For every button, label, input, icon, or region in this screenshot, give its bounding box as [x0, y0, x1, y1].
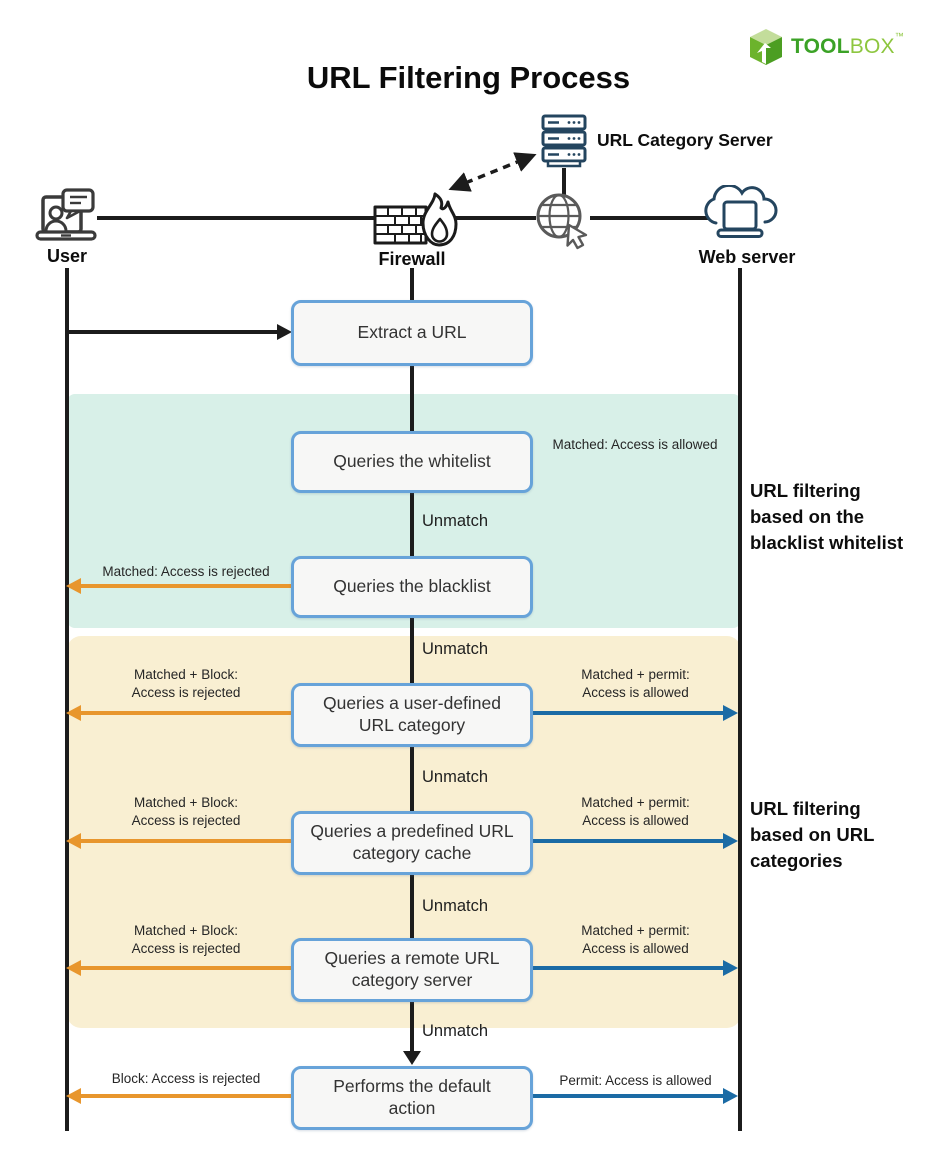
step-queries-blacklist: Queries the blacklist — [291, 556, 533, 618]
server-rack-icon — [541, 114, 587, 168]
remote-permit-line — [533, 966, 725, 970]
laptop-user-icon — [35, 188, 97, 241]
userdef-reject-arrowhead — [66, 705, 81, 721]
label-blacklist-matched: Matched: Access is rejected — [102, 564, 270, 579]
lane-label-user: User — [46, 246, 88, 266]
user-lane-line — [65, 268, 69, 1131]
globe-webserver-link — [590, 216, 712, 220]
label-userdef-block: Matched + Block: Access is rejected — [131, 667, 241, 701]
firewall-flame-icon — [373, 192, 458, 247]
remote-reject-line — [80, 966, 291, 970]
toolbox-cube-icon — [750, 29, 782, 65]
section-label-url-categories: URL filtering based on URL categories — [750, 798, 875, 871]
extract-arrowhead — [277, 324, 292, 340]
default-action-arrowhead — [403, 1051, 421, 1065]
firewall-globe-link — [452, 216, 536, 220]
label-unmatch-2: Unmatch — [422, 640, 489, 658]
page-title: URL Filtering Process — [306, 60, 631, 95]
label-userdef-permit: Matched + permit: Access is allowed — [581, 667, 690, 701]
cloud-laptop-icon — [704, 185, 778, 238]
predef-reject-line — [80, 839, 291, 843]
label-predef-block: Matched + Block: Access is rejected — [131, 795, 241, 829]
lane-label-firewall: Firewall — [378, 249, 446, 269]
section-label-blacklist-whitelist: URL filtering based on the blacklist whi… — [750, 480, 904, 553]
predef-permit-arrowhead — [723, 833, 738, 849]
userdef-permit-line — [533, 711, 725, 715]
label-remote-block: Matched + Block: Access is rejected — [131, 923, 241, 957]
label-unmatch-5: Unmatch — [422, 1022, 489, 1040]
step-default-action: Performs the default action — [291, 1066, 533, 1130]
step-queries-remote: Queries a remote URL category server — [291, 938, 533, 1002]
step-queries-whitelist: Queries the whitelist — [291, 431, 533, 493]
userdef-permit-arrowhead — [723, 705, 738, 721]
predef-permit-line — [533, 839, 725, 843]
globe-cursor-icon — [536, 193, 588, 250]
blacklist-reject-line — [80, 584, 291, 588]
label-default-permit: Permit: Access is allowed — [559, 1073, 712, 1088]
predef-reject-arrowhead — [66, 833, 81, 849]
dashed-sync-arrow — [448, 152, 537, 192]
label-unmatch-3: Unmatch — [422, 768, 489, 786]
firewall-lane-line — [410, 268, 414, 1053]
lane-label-web-server: Web server — [698, 247, 796, 267]
webserver-lane-line — [738, 268, 742, 1131]
remote-permit-arrowhead — [723, 960, 738, 976]
step-queries-user-defined: Queries a user-defined URL category — [291, 683, 533, 747]
label-whitelist-matched: Matched: Access is allowed — [552, 437, 718, 452]
default-permit-line — [533, 1094, 725, 1098]
default-reject-line — [80, 1094, 291, 1098]
remote-reject-arrowhead — [66, 960, 81, 976]
default-reject-arrowhead — [66, 1088, 81, 1104]
toolbox-logo: TOOLBOX™ — [748, 28, 904, 66]
blacklist-reject-arrowhead — [66, 578, 81, 594]
label-predef-permit: Matched + permit: Access is allowed — [581, 795, 690, 829]
label-remote-permit: Matched + permit: Access is allowed — [581, 923, 690, 957]
userdef-reject-line — [80, 711, 291, 715]
user-firewall-link — [97, 216, 378, 220]
step-queries-predefined: Queries a predefined URL category cache — [291, 811, 533, 875]
default-permit-arrowhead — [723, 1088, 738, 1104]
step-extract-url: Extract a URL — [291, 300, 533, 366]
label-unmatch-4: Unmatch — [422, 897, 489, 915]
extract-arrow-line — [68, 330, 279, 334]
label-default-block: Block: Access is rejected — [111, 1071, 261, 1086]
toolbox-wordmark: TOOLBOX™ — [791, 31, 904, 58]
server-to-globe-line — [562, 168, 566, 210]
label-unmatch-1: Unmatch — [422, 512, 489, 530]
category-server-label: URL Category Server — [597, 130, 773, 150]
